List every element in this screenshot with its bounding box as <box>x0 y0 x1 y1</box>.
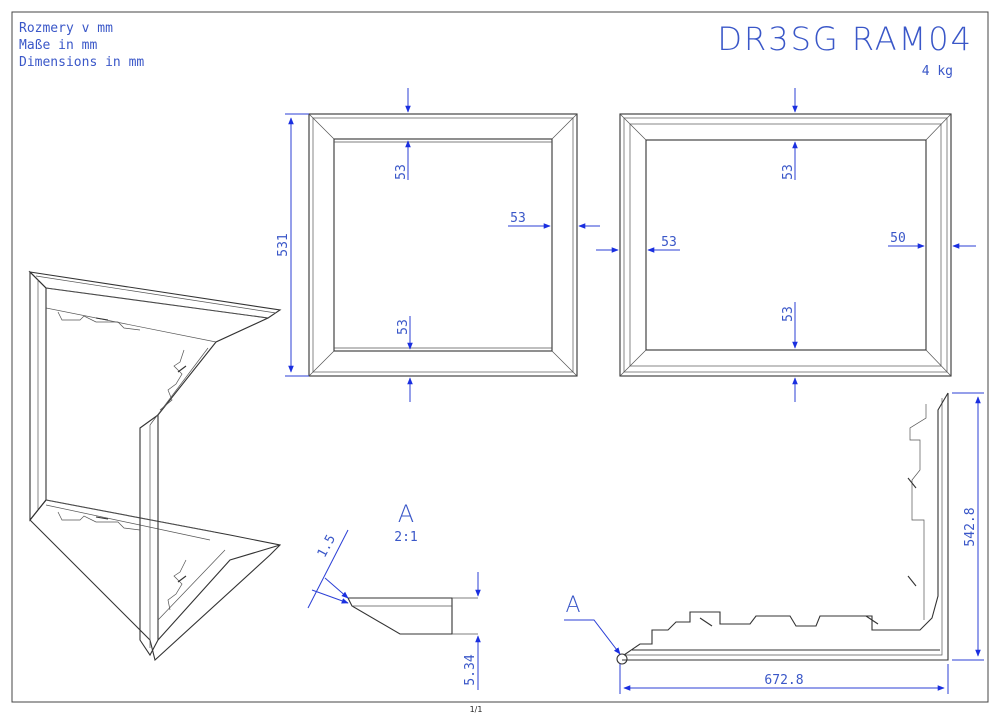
front-height-label: 531 <box>276 233 291 256</box>
detail-chamfer-label: 1.5 <box>315 532 339 560</box>
corner-view-dimensions: A 672.8 542.8 <box>564 392 984 694</box>
back-view <box>619 113 952 377</box>
detail-a: A 2:1 1.5 5.34 <box>307 500 481 690</box>
front-top-profile-label: 53 <box>394 164 409 180</box>
page-number: 1/1 <box>470 705 483 714</box>
corner-detail-marker: A <box>565 593 580 618</box>
detail-label: A <box>398 500 414 528</box>
part-weight: 4 kg <box>922 64 953 79</box>
front-bottom-profile-label: 53 <box>396 319 411 335</box>
detail-thickness-label: 5.34 <box>463 654 478 685</box>
iso-notches <box>57 311 187 611</box>
corner-view <box>616 392 949 665</box>
front-view-dimensions: 531 53 53 53 <box>276 88 600 402</box>
back-bottom-profile-label: 53 <box>781 306 796 322</box>
corner-height-label: 542.8 <box>963 507 978 546</box>
back-top-profile-label: 53 <box>781 164 796 180</box>
units-note-de: Maße in mm <box>19 38 97 53</box>
back-view-dimensions: 53 53 50 53 <box>596 88 976 402</box>
part-code: DR3SG RAM04 <box>717 20 973 58</box>
isometric-view <box>28 270 282 662</box>
units-note: Rozmery v mm Maße in mm Dimensions in mm <box>19 21 144 70</box>
front-side-profile-label: 53 <box>510 211 526 226</box>
back-right-profile-label: 50 <box>890 231 906 246</box>
units-note-en: Dimensions in mm <box>19 55 144 70</box>
front-view <box>308 113 578 377</box>
sheet-border <box>11 11 989 703</box>
back-left-profile-label: 53 <box>661 235 677 250</box>
detail-scale: 2:1 <box>394 530 417 545</box>
units-note-cz: Rozmery v mm <box>19 21 113 36</box>
corner-width-label: 672.8 <box>764 673 803 688</box>
